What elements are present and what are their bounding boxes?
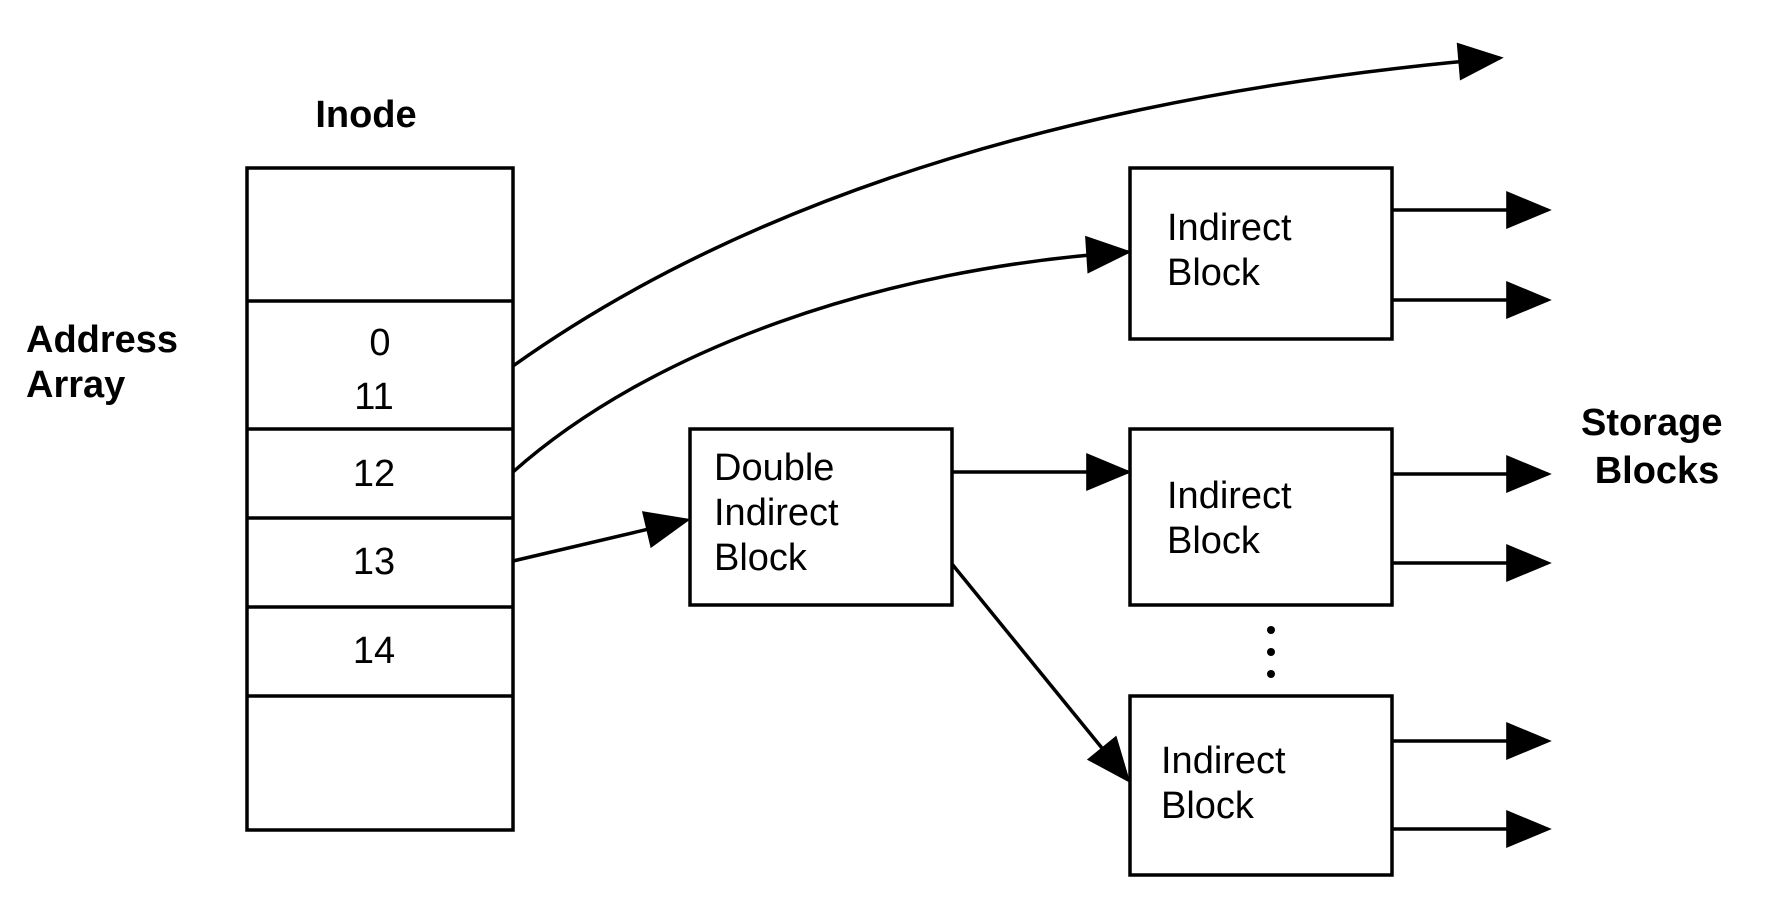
indirect-block-middle-line-1: Indirect: [1167, 475, 1292, 517]
storage-blocks-label-line-2: Blocks: [1595, 450, 1720, 492]
address-array-label-line-2: Array: [26, 364, 125, 406]
inode-title: Inode: [315, 94, 416, 136]
double-indirect-block-line-1: Double: [714, 447, 834, 489]
arrows: [511, 42, 1552, 848]
slot-label-11: 11: [354, 376, 393, 418]
svg-text:Indirect Block: Indirect Block: [1167, 475, 1302, 562]
indirect-block-bottom: Indirect Block: [1128, 694, 1394, 877]
indirect-block-bottom-line-1: Indirect: [1161, 740, 1286, 782]
arrow-double-to-indirect-bottom: [950, 562, 1131, 783]
svg-text:Double Indirect Bl: Double Indirect Block: [714, 447, 849, 579]
inode-box: [245, 166, 515, 832]
svg-text:Indirect Block: Indirect Block: [1161, 740, 1296, 827]
ellipsis-dots: [1267, 626, 1275, 678]
indirect-block-bottom-line-2: Block: [1161, 785, 1255, 827]
address-array-label-line-1: Address: [26, 319, 178, 361]
arrow-double-indirect: [512, 511, 691, 563]
indirect-block-top-line-1: Indirect: [1167, 207, 1292, 249]
storage-blocks-label: Storage Blocks: [1581, 402, 1733, 492]
arrow-single-indirect: [511, 235, 1132, 474]
slot-label-14: 14: [353, 630, 395, 672]
address-array-label: Address Array: [26, 319, 189, 406]
storage-blocks-label-line-1: Storage: [1581, 402, 1722, 444]
arrow-direct-to-storage: [511, 42, 1504, 368]
double-indirect-block-line-2: Indirect: [714, 492, 839, 534]
double-indirect-block-line-3: Block: [714, 537, 808, 579]
svg-text:Indirect Block: Indirect Block: [1167, 207, 1302, 294]
slot-label-13: 13: [353, 541, 395, 583]
indirect-block-middle: Indirect Block: [1128, 427, 1394, 607]
indirect-block-middle-line-2: Block: [1167, 520, 1261, 562]
slot-label-12: 12: [353, 453, 395, 495]
indirect-block-top: Indirect Block: [1128, 166, 1394, 341]
double-indirect-block: Double Indirect Block: [688, 427, 954, 607]
slot-label-0: 0: [369, 322, 390, 364]
indirect-block-top-line-2: Block: [1167, 252, 1261, 294]
